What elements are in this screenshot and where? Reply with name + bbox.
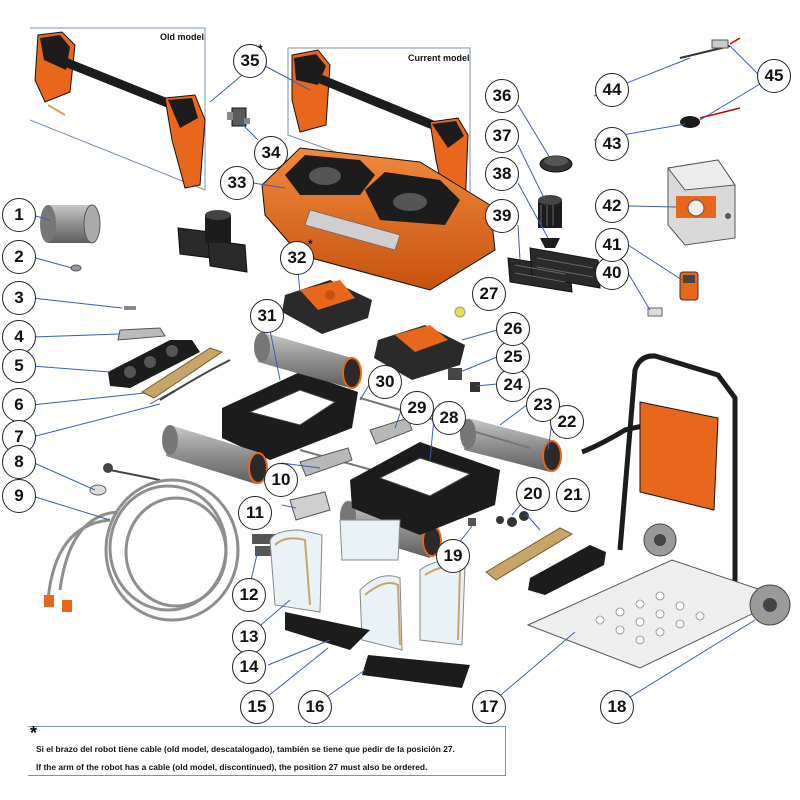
callout-19: 19 — [436, 539, 470, 573]
part-11-plate — [289, 491, 331, 521]
callout-26: 26 — [496, 312, 530, 346]
callout-15: 15 — [240, 690, 274, 724]
callout-37: 37 — [485, 119, 519, 153]
callout-9: 9 — [2, 479, 36, 513]
callout-40: 40 — [595, 256, 629, 290]
roller-left — [162, 425, 268, 484]
callout-45: 45 — [757, 59, 791, 93]
part-37-pump-motor — [538, 195, 562, 248]
part-39-filter-grilles — [507, 247, 601, 293]
part-9-cable-plug — [44, 595, 72, 612]
cart-wheels — [643, 523, 791, 626]
part-35-current-handle — [291, 49, 469, 215]
callout-11: 11 — [238, 496, 272, 530]
part-31-chassis-frame — [222, 372, 358, 460]
old-model-label: Old model — [160, 32, 205, 42]
part-26-drive-unit — [374, 325, 465, 380]
callout-4: 4 — [2, 320, 36, 354]
part-24-fitting — [470, 382, 480, 392]
callout-16: 16 — [298, 690, 332, 724]
part-33-body-shell — [261, 147, 496, 291]
callout-14: 14 — [232, 650, 266, 684]
callout-3: 3 — [2, 281, 36, 315]
callout-21: 21 — [556, 478, 590, 512]
callout-34: 34 — [254, 136, 288, 170]
callout-13: 13 — [232, 620, 266, 654]
callout-27: 27 — [472, 277, 506, 311]
callout-35: 35 — [233, 44, 267, 78]
footnote-line-english: If the arm of the robot has a cable (old… — [36, 762, 428, 772]
part-3-pin — [124, 306, 136, 310]
callout-44: 44 — [595, 73, 629, 107]
callout-17: 17 — [472, 690, 506, 724]
part-19-clip — [468, 518, 476, 526]
part-44-cable — [679, 37, 741, 59]
footnote-line-spanish: Si el brazo del robot tiene cable (old m… — [36, 744, 455, 754]
callout-1: 1 — [2, 198, 36, 232]
part-1-cylinder — [40, 204, 101, 244]
part-41-remote — [679, 271, 699, 301]
part-21-track — [485, 527, 606, 595]
part-20-nuts — [496, 511, 529, 527]
callout-33: 33 — [220, 166, 254, 200]
part-40-connector — [647, 307, 663, 317]
part-43-cable-ring — [680, 107, 741, 128]
callout-36: 36 — [485, 79, 519, 113]
part-8-connector — [89, 463, 161, 496]
callout-38: 38 — [485, 157, 519, 191]
callout-28: 28 — [432, 401, 466, 435]
cart-holes — [595, 591, 705, 645]
callout-6: 6 — [2, 388, 36, 422]
part-12-filter-plates — [252, 534, 281, 556]
part-23-roller — [460, 418, 562, 472]
callout-23: 23 — [526, 388, 560, 422]
callout-39: 39 — [485, 199, 519, 233]
part-27-cable-insert — [454, 306, 466, 318]
callout-8: 8 — [2, 445, 36, 479]
part-29-bracket — [369, 417, 413, 445]
part-34-bracket — [227, 107, 250, 127]
callout-42: 42 — [595, 189, 629, 223]
callout-20: 20 — [516, 477, 550, 511]
callout-5: 5 — [2, 349, 36, 383]
roller-upper-left — [254, 332, 362, 389]
part-5-side-plate — [108, 340, 200, 388]
callout-2: 2 — [2, 240, 36, 274]
current-model-label: Current model — [408, 53, 470, 63]
part-16-filter-base — [362, 655, 470, 688]
part-18-cart-frame — [581, 353, 738, 605]
callout-22: 22 — [550, 405, 584, 439]
part-7-drive-belt — [159, 359, 231, 401]
asterisk-32: * — [308, 237, 313, 251]
callout-29: 29 — [400, 391, 434, 425]
footnote-box: * Si el brazo del robot tiene cable (old… — [28, 723, 506, 776]
callout-18: 18 — [600, 690, 634, 724]
callout-10: 10 — [264, 463, 298, 497]
part-42-power-supply — [667, 159, 736, 246]
part-28-chassis-frame — [350, 442, 500, 535]
part-4-clip — [117, 327, 166, 341]
left-filter-grilles — [177, 210, 248, 273]
callout-41: 41 — [595, 228, 629, 262]
callout-31: 31 — [250, 299, 284, 333]
part-2-screw — [70, 264, 82, 272]
footnote-asterisk: * — [30, 723, 38, 743]
callout-12: 12 — [232, 578, 266, 612]
part-9-cable-coil — [46, 478, 240, 622]
old-model-frame — [29, 27, 206, 191]
part-10-bracket — [299, 447, 353, 477]
callout-32: 32 — [280, 241, 314, 275]
callout-43: 43 — [595, 127, 629, 161]
part-35-old-handle — [34, 31, 206, 189]
part-25-fitting — [448, 368, 462, 380]
callout-30: 30 — [368, 365, 402, 399]
part-15-filter-base — [285, 612, 370, 650]
part-32-drive-unit — [282, 280, 372, 334]
part-36-cap — [539, 155, 573, 173]
